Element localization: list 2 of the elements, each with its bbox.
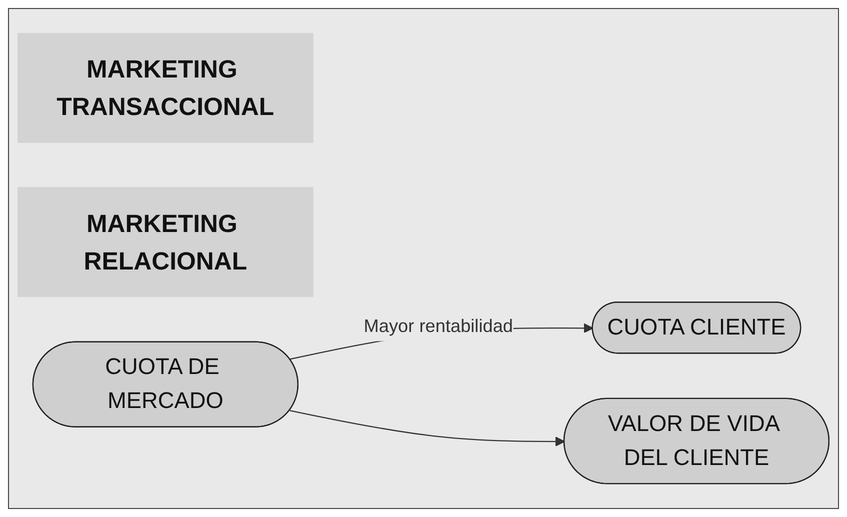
edge-label: Mayor rentabilidad (364, 317, 513, 337)
arrow (290, 410, 566, 447)
